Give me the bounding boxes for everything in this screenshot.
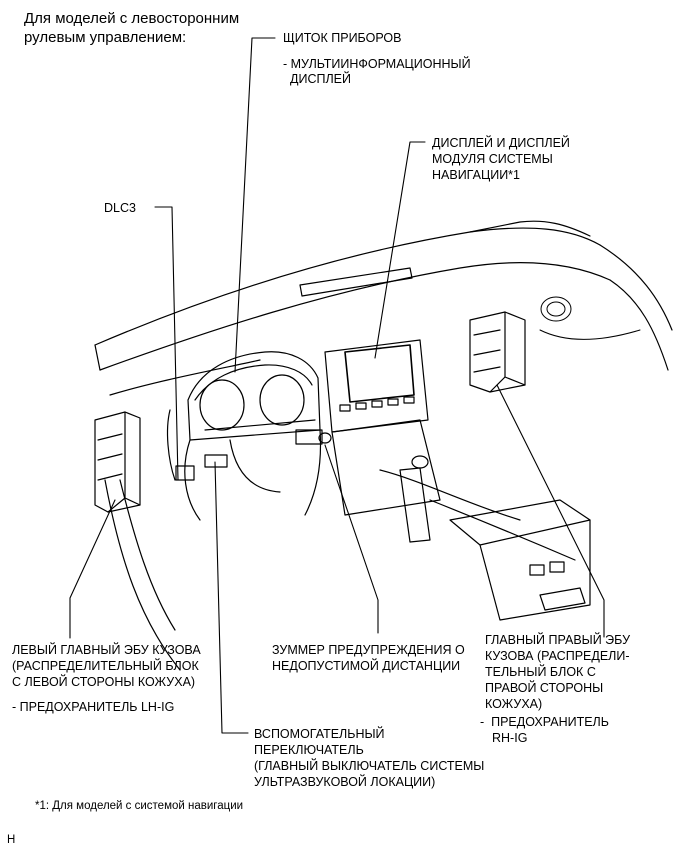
- right-ecu-line-2: КУЗОВА (РАСПРЕДЕЛИ-: [485, 649, 630, 663]
- right-body-ecu-illustration: [469, 311, 526, 393]
- nav-label-line-3: НАВИГАЦИИ*1: [432, 168, 520, 182]
- buzzer-line-1: ЗУММЕР ПРЕДУПРЕЖДЕНИЯ О: [272, 643, 465, 657]
- instrument-panel-title: ЩИТОК ПРИБОРОВ: [283, 31, 402, 45]
- aux-switch-line-1: ВСПОМОГАТЕЛЬНЫЙ: [254, 727, 385, 741]
- aux-switch-line-4: УЛЬТРАЗВУКОВОЙ ЛОКАЦИИ): [254, 775, 436, 789]
- steering-column: [166, 409, 322, 521]
- right-ecu-line-4: ПРАВОЙ СТОРОНЫ: [485, 681, 604, 695]
- left-ecu-line-2: (РАСПРЕДЕЛИТЕЛЬНЫЙ БЛОК: [12, 659, 199, 673]
- right-ecu-fuse-1: - ПРЕДОХРАНИТЕЛЬ: [480, 715, 609, 729]
- right-ecu-line-1: ГЛАВНЫЙ ПРАВЫЙ ЭБУ: [485, 633, 631, 647]
- left-body-ecu-illustration: [94, 411, 141, 513]
- header-line-1: Для моделей с левосторонним: [24, 10, 240, 27]
- dlc3-label: DLC3: [104, 201, 136, 215]
- nav-label-line-1: ДИСПЛЕЙ И ДИСПЛЕЙ: [432, 136, 570, 150]
- left-ecu-line-1: ЛЕВЫЙ ГЛАВНЫЙ ЭБУ КУЗОВА: [12, 643, 201, 657]
- right-ecu-fuse-2: RH-IG: [492, 731, 528, 745]
- dashboard-outline: [94, 220, 673, 671]
- leader-lines: [69, 37, 605, 734]
- header-line-2: рулевым управлением:: [24, 29, 187, 46]
- buzzer-line-2: НЕДОПУСТИМОЙ ДИСТАНЦИИ: [272, 659, 461, 673]
- center-console: [379, 455, 591, 621]
- corner-mark: H: [7, 834, 16, 846]
- footnote: *1: Для моделей с системой навигации: [35, 800, 244, 812]
- right-ecu-line-3: ТЕЛЬНЫЙ БЛОК С: [485, 665, 596, 679]
- aux-switch-line-3: (ГЛАВНЫЙ ВЫКЛЮЧАТЕЛЬ СИСТЕМЫ: [254, 759, 485, 773]
- aux-switch-line-2: ПЕРЕКЛЮЧАТЕЛЬ: [254, 743, 364, 757]
- right-ecu-line-5: КОЖУХА): [485, 697, 543, 711]
- instrument-panel-sub-2: ДИСПЛЕЙ: [290, 72, 351, 86]
- left-ecu-fuse: - ПРЕДОХРАНИТЕЛЬ LH-IG: [12, 700, 175, 714]
- right-air-vent: [539, 296, 641, 340]
- left-ecu-line-3: С ЛЕВОЙ СТОРОНЫ КОЖУХА): [12, 675, 196, 689]
- instrument-panel-sub-1: - МУЛЬТИИНФОРМАЦИОННЫЙ: [283, 57, 471, 71]
- nav-label-line-2: МОДУЛЯ СИСТЕМЫ: [432, 152, 553, 166]
- instrument-cluster: [187, 351, 321, 441]
- aux-switch-illustration: [175, 429, 332, 481]
- navigation-display-unit: [324, 339, 441, 516]
